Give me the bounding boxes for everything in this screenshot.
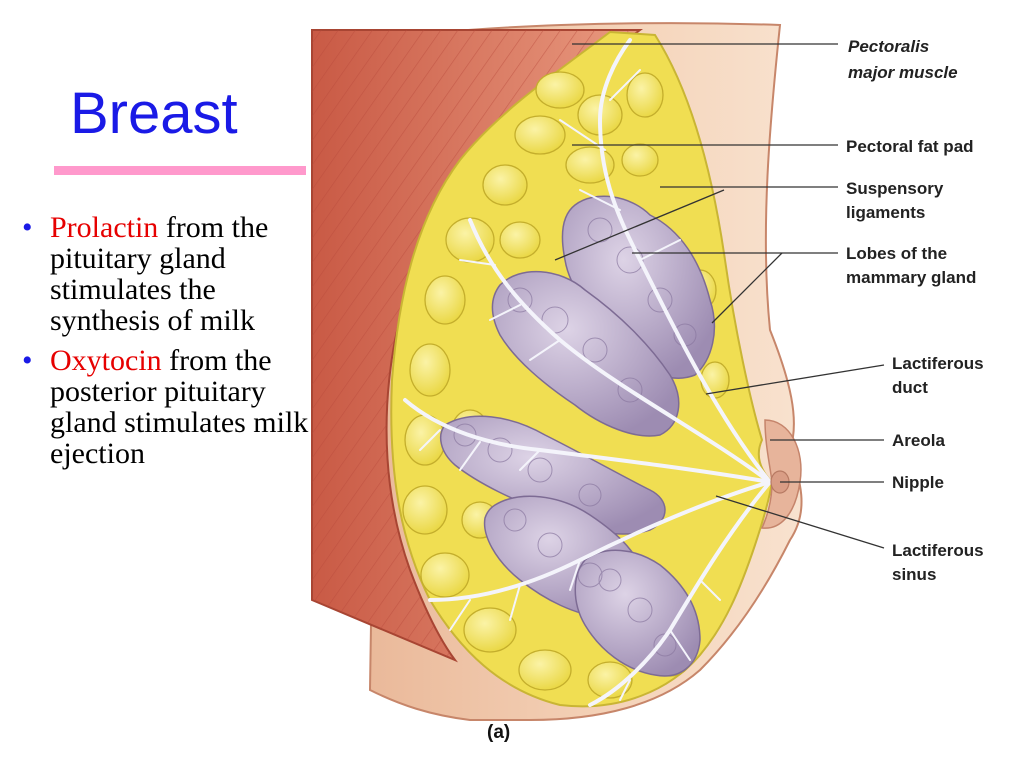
figure-label: (a) — [487, 722, 510, 743]
label-lobes-line2: mammary gland — [846, 268, 976, 287]
label-fat-pad: Pectoral fat pad — [846, 137, 974, 156]
bullet-text-prolactin: from the pituitary gland stimulates the … — [50, 211, 269, 337]
label-pectoralis-line2: major muscle — [848, 63, 958, 82]
label-suspensory-line1: Suspensory — [846, 179, 944, 198]
label-pectoralis-line1: Pectoralis — [848, 37, 929, 56]
lactiferous-ducts — [403, 38, 772, 707]
slide-title: Breast — [70, 81, 238, 146]
label-nipple: Nipple — [892, 473, 944, 492]
label-lobes-line1: Lobes of the — [846, 244, 947, 263]
bullet-prolactin: Prolactin from the pituitary gland stimu… — [18, 212, 318, 336]
label-duct-line2: duct — [892, 378, 928, 397]
label-sinus-line1: Lactiferous — [892, 541, 984, 560]
title-underline — [54, 166, 306, 175]
bullet-oxytocin: Oxytocin from the posterior pituitary gl… — [18, 345, 318, 469]
bullet-highlight-prolactin: Prolactin — [50, 211, 159, 244]
bullet-text-oxytocin: from the posterior pituitary gland stimu… — [50, 344, 309, 470]
leader-lines — [554, 43, 885, 549]
label-suspensory-line2: ligaments — [846, 203, 925, 222]
label-sinus-line2: sinus — [892, 565, 936, 584]
bullet-highlight-oxytocin: Oxytocin — [50, 344, 162, 377]
bullet-list: Prolactin from the pituitary gland stimu… — [18, 212, 318, 478]
label-duct-line1: Lactiferous — [892, 354, 984, 373]
label-areola: Areola — [892, 431, 945, 450]
